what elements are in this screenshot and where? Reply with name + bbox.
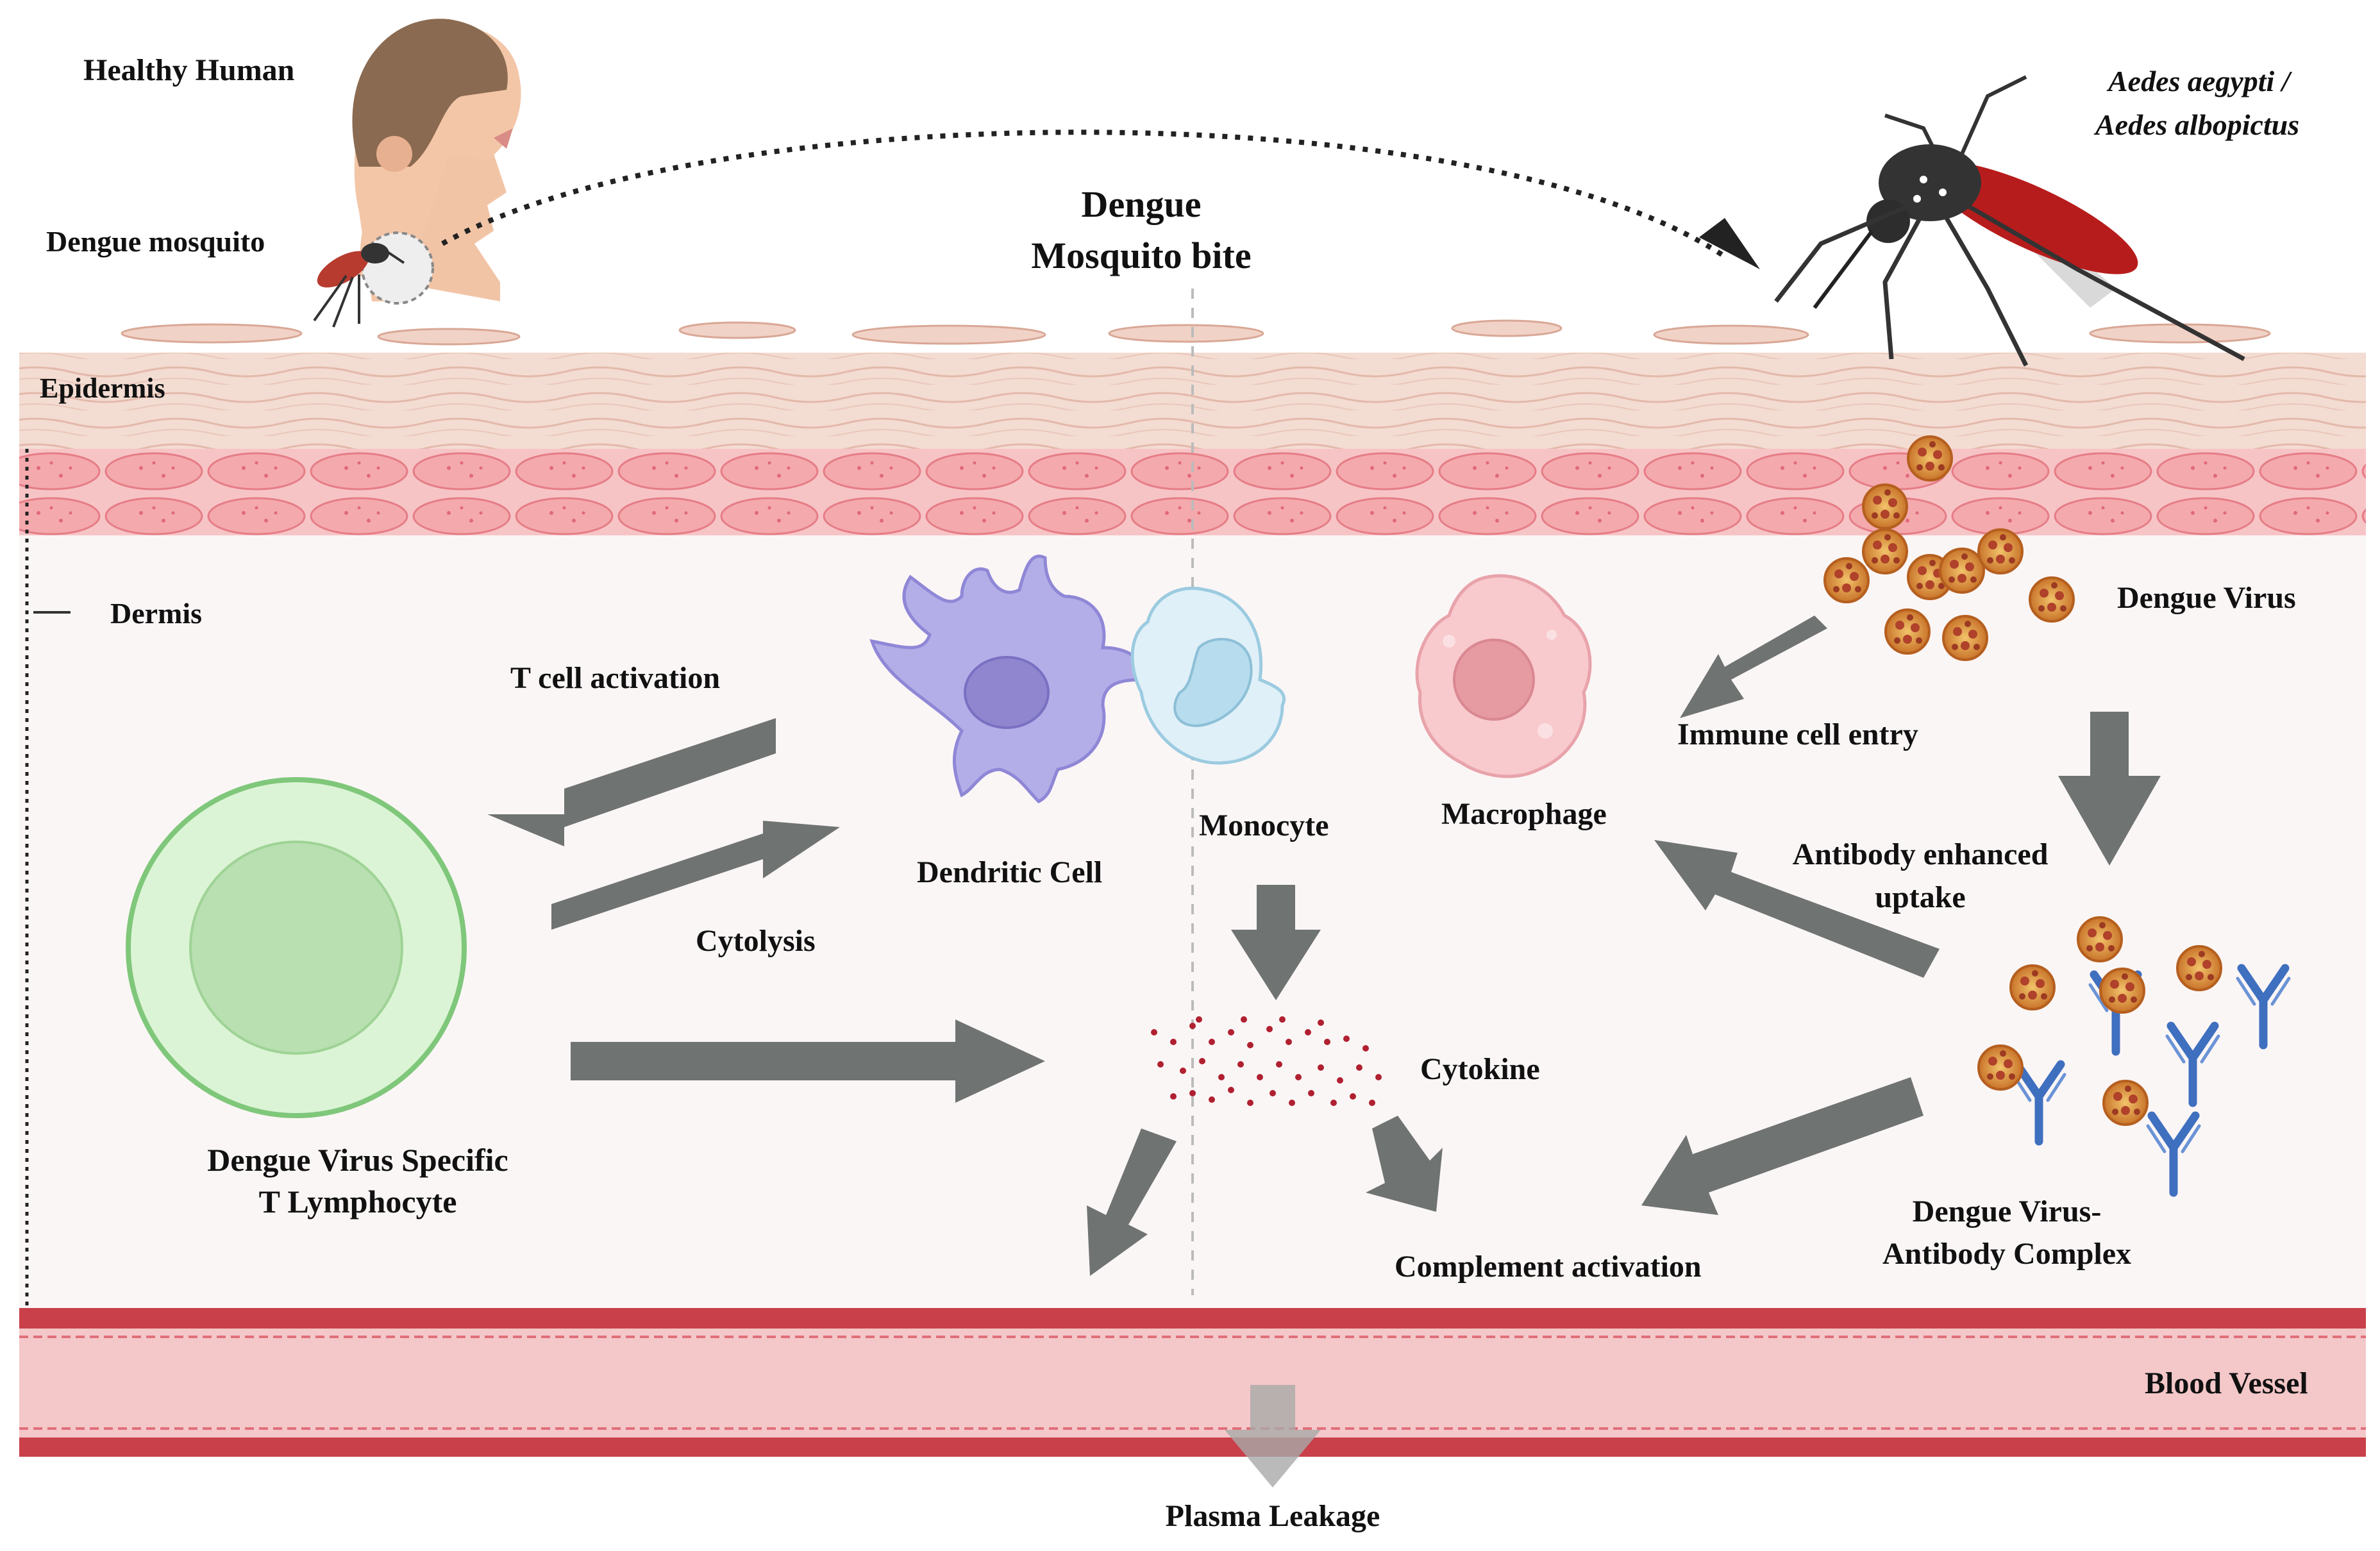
complement-activation-label: Complement activation [1395, 1250, 1702, 1284]
cytokine-to-complement-arrow [1366, 1116, 1443, 1212]
monocyte-label: Monocyte [1199, 809, 1329, 843]
macrophage-icon [1415, 574, 1592, 778]
t-cell-activation-arrow [487, 718, 776, 846]
monocyte-to-cytokine-arrow [1231, 885, 1321, 1000]
t-lymphocyte-label-line1: Dengue Virus Specific [207, 1142, 508, 1178]
monocyte-icon [1130, 586, 1286, 765]
complex-to-complement-arrow [1641, 1077, 1923, 1215]
aedes-mosquito-icon [1774, 75, 2245, 367]
dengue-mosquito-label: Dengue mosquito [46, 225, 265, 258]
dermis-label: Dermis [110, 597, 203, 630]
complex-label-line2: Antibody Complex [1882, 1237, 2132, 1271]
species-label-line1: Aedes aegypti / [2108, 65, 2290, 97]
transmission-arc-head [1699, 218, 1760, 269]
title-line1: Dengue [1081, 183, 1202, 225]
cytokine-to-vessel-arrow [1087, 1128, 1177, 1276]
plasma-leakage-label: Plasma Leakage [1165, 1499, 1380, 1533]
cytolysis-arrow [551, 821, 840, 930]
dengue-virus-label: Dengue Virus [2117, 581, 2296, 615]
healthy-human-label: Healthy Human [83, 53, 295, 87]
transmission-arc [441, 130, 1727, 259]
antibody-uptake-label-line1: Antibody enhanced [1792, 837, 2049, 871]
virus-to-complex-arrow [2058, 712, 2161, 866]
epidermis-label: Epidermis [40, 373, 165, 404]
cytolysis-label: Cytolysis [696, 924, 816, 958]
tcell-to-cytokine-arrow [571, 1019, 1045, 1103]
macrophage-label: Macrophage [1441, 797, 1607, 831]
t-lymphocyte-icon [126, 777, 467, 1118]
cytokine-dots [1151, 1016, 1382, 1106]
antibody-enhanced-uptake-arrow [1654, 840, 1940, 978]
immune-cell-entry-arrow [1680, 616, 1827, 718]
antibody-uptake-label-line2: uptake [1875, 880, 1966, 914]
blood-vessel [19, 1308, 2366, 1457]
immune-cell-entry-label: Immune cell entry [1677, 717, 1918, 751]
process-arrows [487, 616, 2161, 1276]
t-cell-activation-label: T cell activation [510, 661, 721, 695]
blood-vessel-label: Blood Vessel [2145, 1366, 2308, 1400]
plasma-leakage-arrow [1225, 1385, 1321, 1488]
dendritic-cell-icon [869, 555, 1144, 804]
small-mosquito-icon [313, 243, 405, 328]
cytokine-label: Cytokine [1420, 1052, 1540, 1086]
complex-label-line1: Dengue Virus- [1912, 1195, 2102, 1228]
title-line2: Mosquito bite [1031, 235, 1252, 276]
dendritic-cell-label: Dendritic Cell [917, 855, 1103, 889]
t-lymphocyte-label-line2: T Lymphocyte [258, 1184, 457, 1220]
species-label-line2: Aedes albopictus [2095, 108, 2300, 141]
